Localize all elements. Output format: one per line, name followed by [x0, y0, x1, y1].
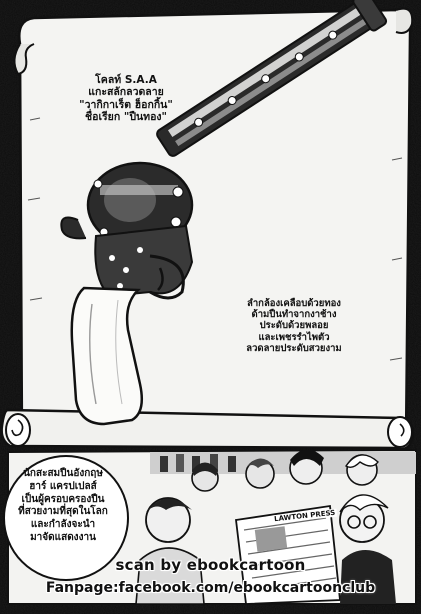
caption-gun-details: ลำกล้องเคลือบด้วยทอง ด้ามปืนทำจากงาช้าง … [246, 298, 342, 354]
scroll-roll [0, 408, 415, 451]
caption-gun-name: โคลท์ S.A.A แกะสลักลวดลาย "วากิกาเร็ต ฮ็… [79, 74, 173, 124]
bottom-panel [3, 448, 417, 605]
scan-credit: scan by ebookcartoon [115, 556, 306, 574]
fanpage-credit: Fanpage:facebook.com/ebookcartoonclub [45, 580, 376, 596]
revolver-illustration [60, 0, 388, 426]
caption-collector: นักสะสมปืนอังกฤษ ฮาร์ แครปเปลส์ เป็นผู้ค… [18, 468, 108, 543]
